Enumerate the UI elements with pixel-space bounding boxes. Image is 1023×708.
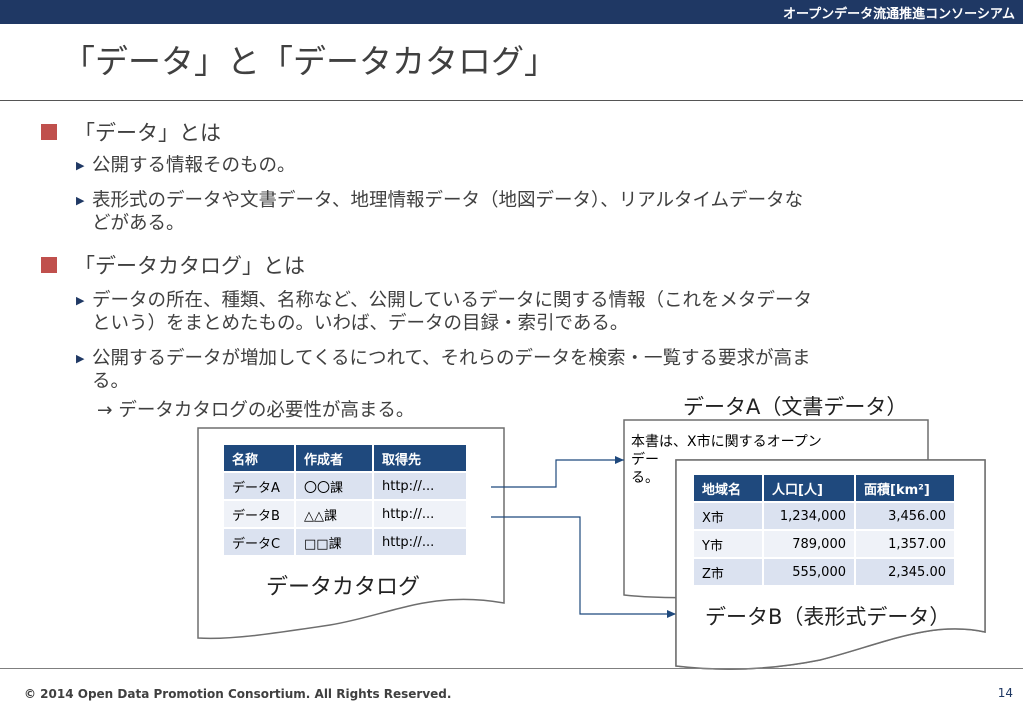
doc-b-caption: データB（表形式データ）: [705, 605, 951, 629]
bullet-line: 公開する情報そのもの。: [92, 155, 296, 176]
catalog-table: 名称 作成者 取得先 データA 〇〇課 http://... データB △△課 …: [222, 443, 468, 557]
arrowhead-b: [667, 610, 676, 618]
bullet-item: ▶ 公開する情報そのもの。: [76, 154, 296, 177]
triangle-bullet-icon: ▶: [76, 159, 85, 172]
table-cell: http://...: [374, 529, 466, 555]
table-cell: データA: [224, 473, 294, 499]
page-title: 「データ」と「データカタログ」: [62, 42, 557, 81]
table-cell: データB: [224, 501, 294, 527]
doc-a-line: 本書は、X市に関するオープン: [631, 434, 822, 450]
table-cell: □□課: [296, 529, 372, 555]
table-cell: Z市: [694, 559, 762, 585]
bullet-line: という）をまとめたもの。いわば、データの目録・索引である。: [92, 313, 629, 334]
table-row: データB △△課 http://...: [224, 501, 466, 527]
doc-a-line: る。: [631, 470, 659, 486]
section-heading-catalog: 「データカタログ」とは: [74, 254, 305, 278]
table-row: Z市 555,000 2,345.00: [694, 559, 954, 585]
table-row: データC □□課 http://...: [224, 529, 466, 555]
connector-a: [491, 459, 624, 488]
doc-a-line: デー: [631, 452, 659, 468]
catalog-header-source: 取得先: [374, 445, 466, 471]
table-row: データA 〇〇課 http://...: [224, 473, 466, 499]
footer-divider: [0, 668, 1023, 669]
catalog-header-name: 名称: [224, 445, 294, 471]
table-cell: 3,456.00: [856, 503, 954, 529]
bullet-line: データの所在、種類、名称など、公開しているデータに関する情報（これをメタデータ: [92, 290, 813, 311]
bullet-line: る。: [92, 371, 130, 392]
table-cell: 2,345.00: [856, 559, 954, 585]
title-divider: [0, 100, 1023, 101]
table-cell: 789,000: [764, 531, 854, 557]
table-cell: X市: [694, 503, 762, 529]
table-cell: 1,357.00: [856, 531, 954, 557]
table-cell: データC: [224, 529, 294, 555]
connector-b: [491, 516, 676, 615]
catalog-header-creator: 作成者: [296, 445, 372, 471]
table-cell: http://...: [374, 501, 466, 527]
table-cell: 555,000: [764, 559, 854, 585]
table-row: Y市 789,000 1,357.00: [694, 531, 954, 557]
table-cell: Y市: [694, 531, 762, 557]
bullet-item: ▶ データの所在、種類、名称など、公開しているデータに関する情報（これをメタデー…: [76, 289, 813, 335]
header-bar: オープンデータ流通推進コンソーシアム: [0, 0, 1023, 24]
triangle-bullet-icon: ▶: [76, 194, 85, 207]
arrowhead-a: [615, 456, 624, 464]
data-b-header-area: 面積[km²]: [856, 475, 954, 501]
section-square-icon: [41, 257, 57, 273]
catalog-caption: データカタログ: [266, 575, 421, 600]
table-cell: http://...: [374, 473, 466, 499]
bullet-item: ▶ 表形式のデータや文書データ、地理情報データ（地図データ）、リアルタイムデータ…: [76, 189, 804, 235]
data-b-header-region: 地域名: [694, 475, 762, 501]
bullet-line: 公開するデータが増加してくるにつれて、それらのデータを検索・一覧する要求が高ま: [92, 348, 811, 369]
org-name: オープンデータ流通推進コンソーシアム: [782, 7, 1015, 22]
bullet-item: ▶ 公開するデータが増加してくるにつれて、それらのデータを検索・一覧する要求が高…: [76, 347, 811, 393]
table-cell: △△課: [296, 501, 372, 527]
section-square-icon: [41, 124, 57, 140]
section-heading-data: 「データ」とは: [74, 121, 221, 145]
page-number: 14: [997, 686, 1013, 700]
conclusion-line: → データカタログの必要性が高まる。: [97, 400, 415, 421]
bullet-line: 表形式のデータや文書データ、地理情報データ（地図データ）、リアルタイムデータな: [92, 190, 804, 211]
bullet-line: どがある。: [92, 213, 185, 234]
doc-a-text: 本書は、X市に関するオープン デー る。: [631, 433, 822, 487]
doc-a-label: データA（文書データ）: [683, 395, 908, 419]
triangle-bullet-icon: ▶: [76, 352, 85, 365]
table-row: X市 1,234,000 3,456.00: [694, 503, 954, 529]
table-cell: 〇〇課: [296, 473, 372, 499]
data-b-table: 地域名 人口[人] 面積[km²] X市 1,234,000 3,456.00 …: [692, 473, 956, 587]
triangle-bullet-icon: ▶: [76, 294, 85, 307]
data-b-header-population: 人口[人]: [764, 475, 854, 501]
table-cell: 1,234,000: [764, 503, 854, 529]
copyright: © 2014 Open Data Promotion Consortium. A…: [24, 687, 452, 701]
